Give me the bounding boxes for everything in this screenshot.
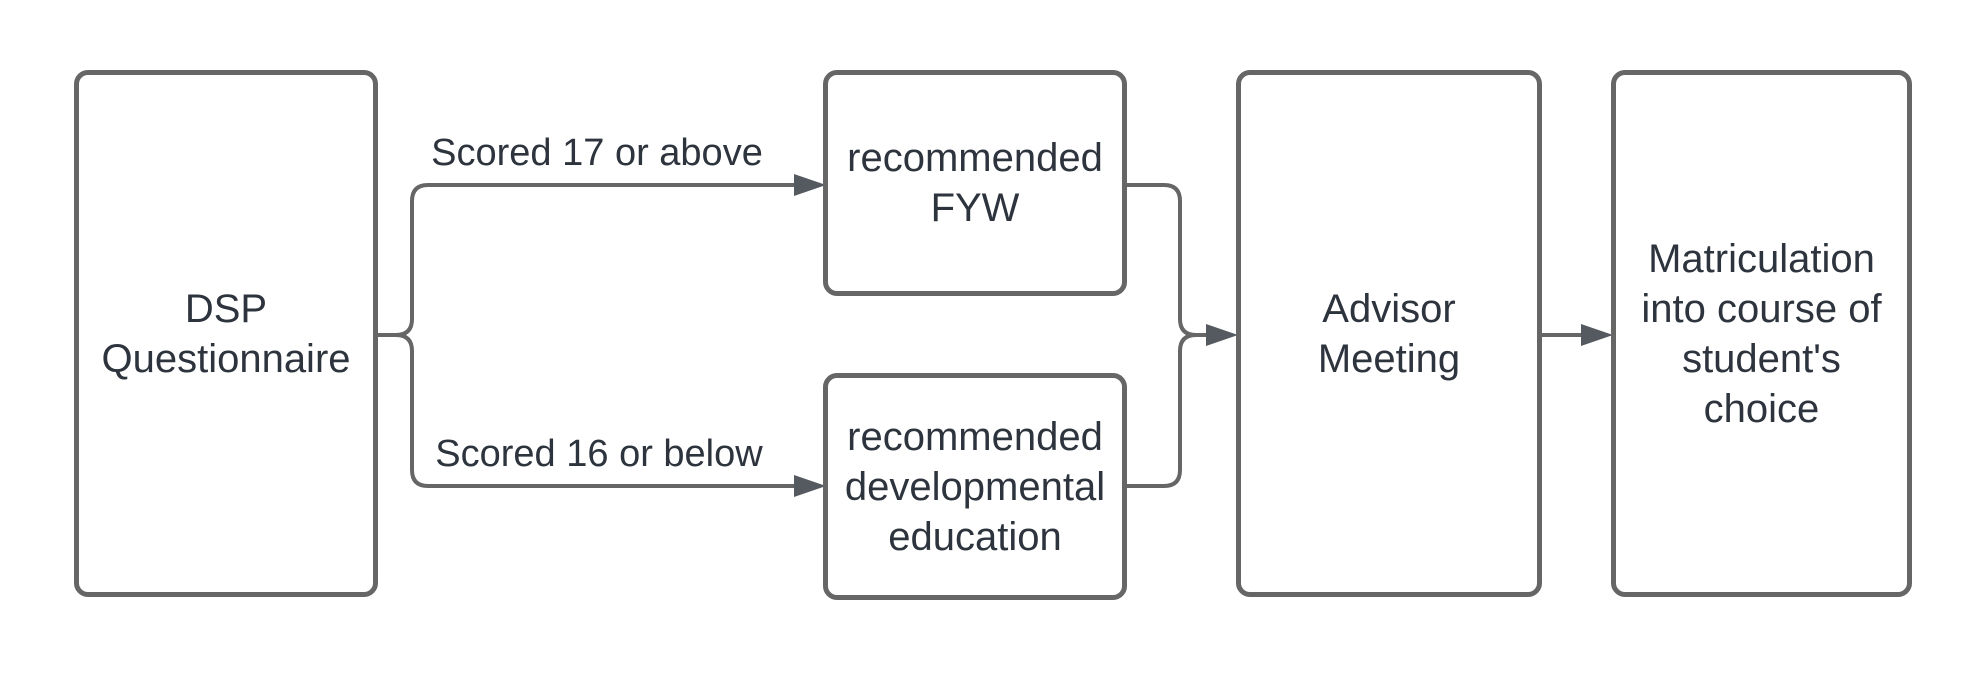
node-advisor-meeting: Advisor Meeting — [1236, 70, 1542, 597]
arrowhead-merge-to-advisor — [1206, 324, 1238, 346]
connector-fyw-to-advisor — [1127, 183, 1206, 337]
arrowhead-advisor-to-matriculation — [1581, 324, 1613, 346]
node-recommended-developmental-education: recommended developmental education — [823, 373, 1127, 600]
connector-dsp-to-fyw — [377, 183, 794, 337]
connector-dev-ed-to-advisor — [1127, 333, 1206, 488]
node-recommended-fyw-label: recommended FYW — [847, 136, 1103, 230]
node-recommended-developmental-education-label: recommended developmental education — [844, 414, 1106, 559]
arrowhead-dsp-to-dev-ed — [794, 475, 826, 497]
node-recommended-fyw: recommended FYW — [823, 70, 1127, 296]
connector-dsp-to-dev-ed — [377, 333, 794, 488]
node-dsp-questionnaire-label: DSP Questionnaire — [101, 286, 351, 381]
edge-label-scored-17-or-above: Scored 17 or above — [431, 132, 763, 174]
node-dsp-questionnaire: DSP Questionnaire — [74, 70, 378, 597]
node-matriculation-label: Matriculation into course of student's c… — [1641, 236, 1882, 431]
node-advisor-meeting-label: Advisor Meeting — [1317, 286, 1461, 381]
edge-label-scored-16-or-below: Scored 16 or below — [435, 433, 763, 475]
node-matriculation: Matriculation into course of student's c… — [1611, 70, 1912, 597]
arrowhead-dsp-to-fyw — [794, 174, 826, 196]
